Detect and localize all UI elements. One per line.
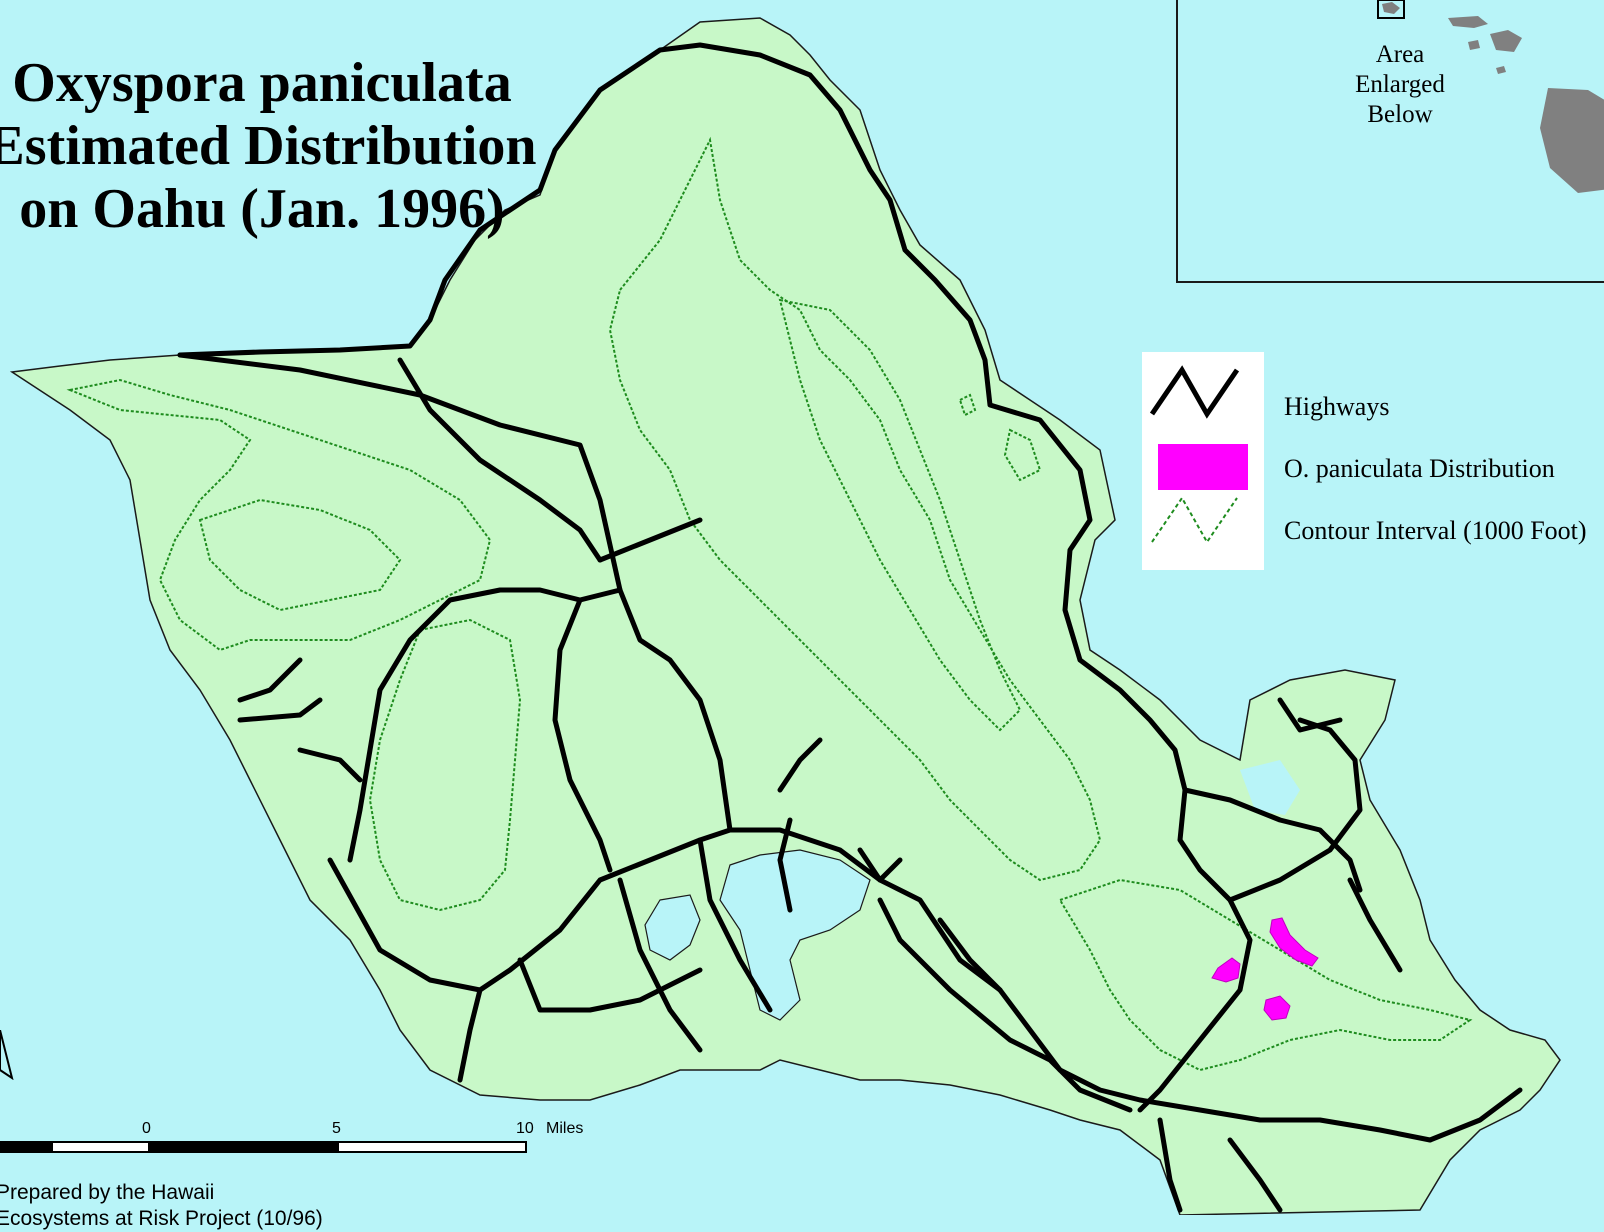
inset-label-line-1: Area	[1375, 41, 1425, 68]
legend-label-contour: Contour Interval (1000 Foot)	[1284, 516, 1587, 545]
inset-label-line-2: Enlarged	[1355, 71, 1445, 98]
inset-label: Area Enlarged Below	[1340, 40, 1460, 130]
highways	[177, 42, 1523, 1213]
scale-label-0: 0	[142, 1120, 151, 1137]
scale-bar	[0, 1141, 527, 1153]
contour-line-icon	[1151, 496, 1238, 544]
north-arrow-icon	[0, 1030, 14, 1080]
big-island-inset-shape	[1540, 88, 1604, 193]
oahu-island	[9, 17, 1561, 1215]
distribution-patch-north	[1269, 917, 1319, 967]
credit-line-2: Ecosystems at Risk Project (10/96)	[0, 1207, 323, 1230]
molokai-inset-shape	[1448, 16, 1488, 28]
title-line-1: Oxyspora paniculata	[12, 52, 512, 114]
scale-label-10: 10	[516, 1120, 534, 1137]
oahu-locator-box	[1377, 0, 1405, 19]
pearl-harbor	[719, 849, 871, 1021]
distribution-patch-south	[1263, 995, 1291, 1021]
west-loch	[644, 894, 701, 961]
distribution-fill-icon	[1158, 444, 1248, 490]
legend-label-distribution: O. paniculata Distribution	[1284, 454, 1555, 483]
distribution-patch-west	[1211, 957, 1241, 983]
legend-label-highways: Highways	[1284, 392, 1390, 421]
kahoolawe-inset-shape	[1496, 66, 1506, 74]
map-title: Oxyspora paniculata Estimated Distributi…	[0, 52, 542, 241]
inset-locator-map	[1176, 0, 1604, 283]
hawaii-islands-inset	[1377, 0, 1604, 193]
inset-label-line-3: Below	[1367, 101, 1433, 128]
highway-line-icon	[1149, 365, 1240, 419]
distribution-patches	[1211, 917, 1319, 1021]
title-line-3: on Oahu (Jan. 1996)	[19, 178, 505, 240]
credit-text: Prepared by the Hawaii Ecosystems at Ris…	[0, 1180, 323, 1232]
title-line-2: Estimated Distribution	[0, 115, 537, 177]
contour-lines	[66, 136, 1473, 1072]
scale-unit-label: Miles	[546, 1120, 584, 1137]
credit-line-1: Prepared by the Hawaii	[0, 1181, 215, 1204]
legend-swatch-panel	[1142, 352, 1264, 570]
lanai-inset-shape	[1468, 40, 1480, 50]
maui-inset-shape	[1490, 30, 1522, 52]
kaneohe-bay-edge	[1240, 760, 1300, 815]
scale-label-5: 5	[332, 1120, 341, 1137]
oahu-inset-shape	[1382, 2, 1400, 14]
